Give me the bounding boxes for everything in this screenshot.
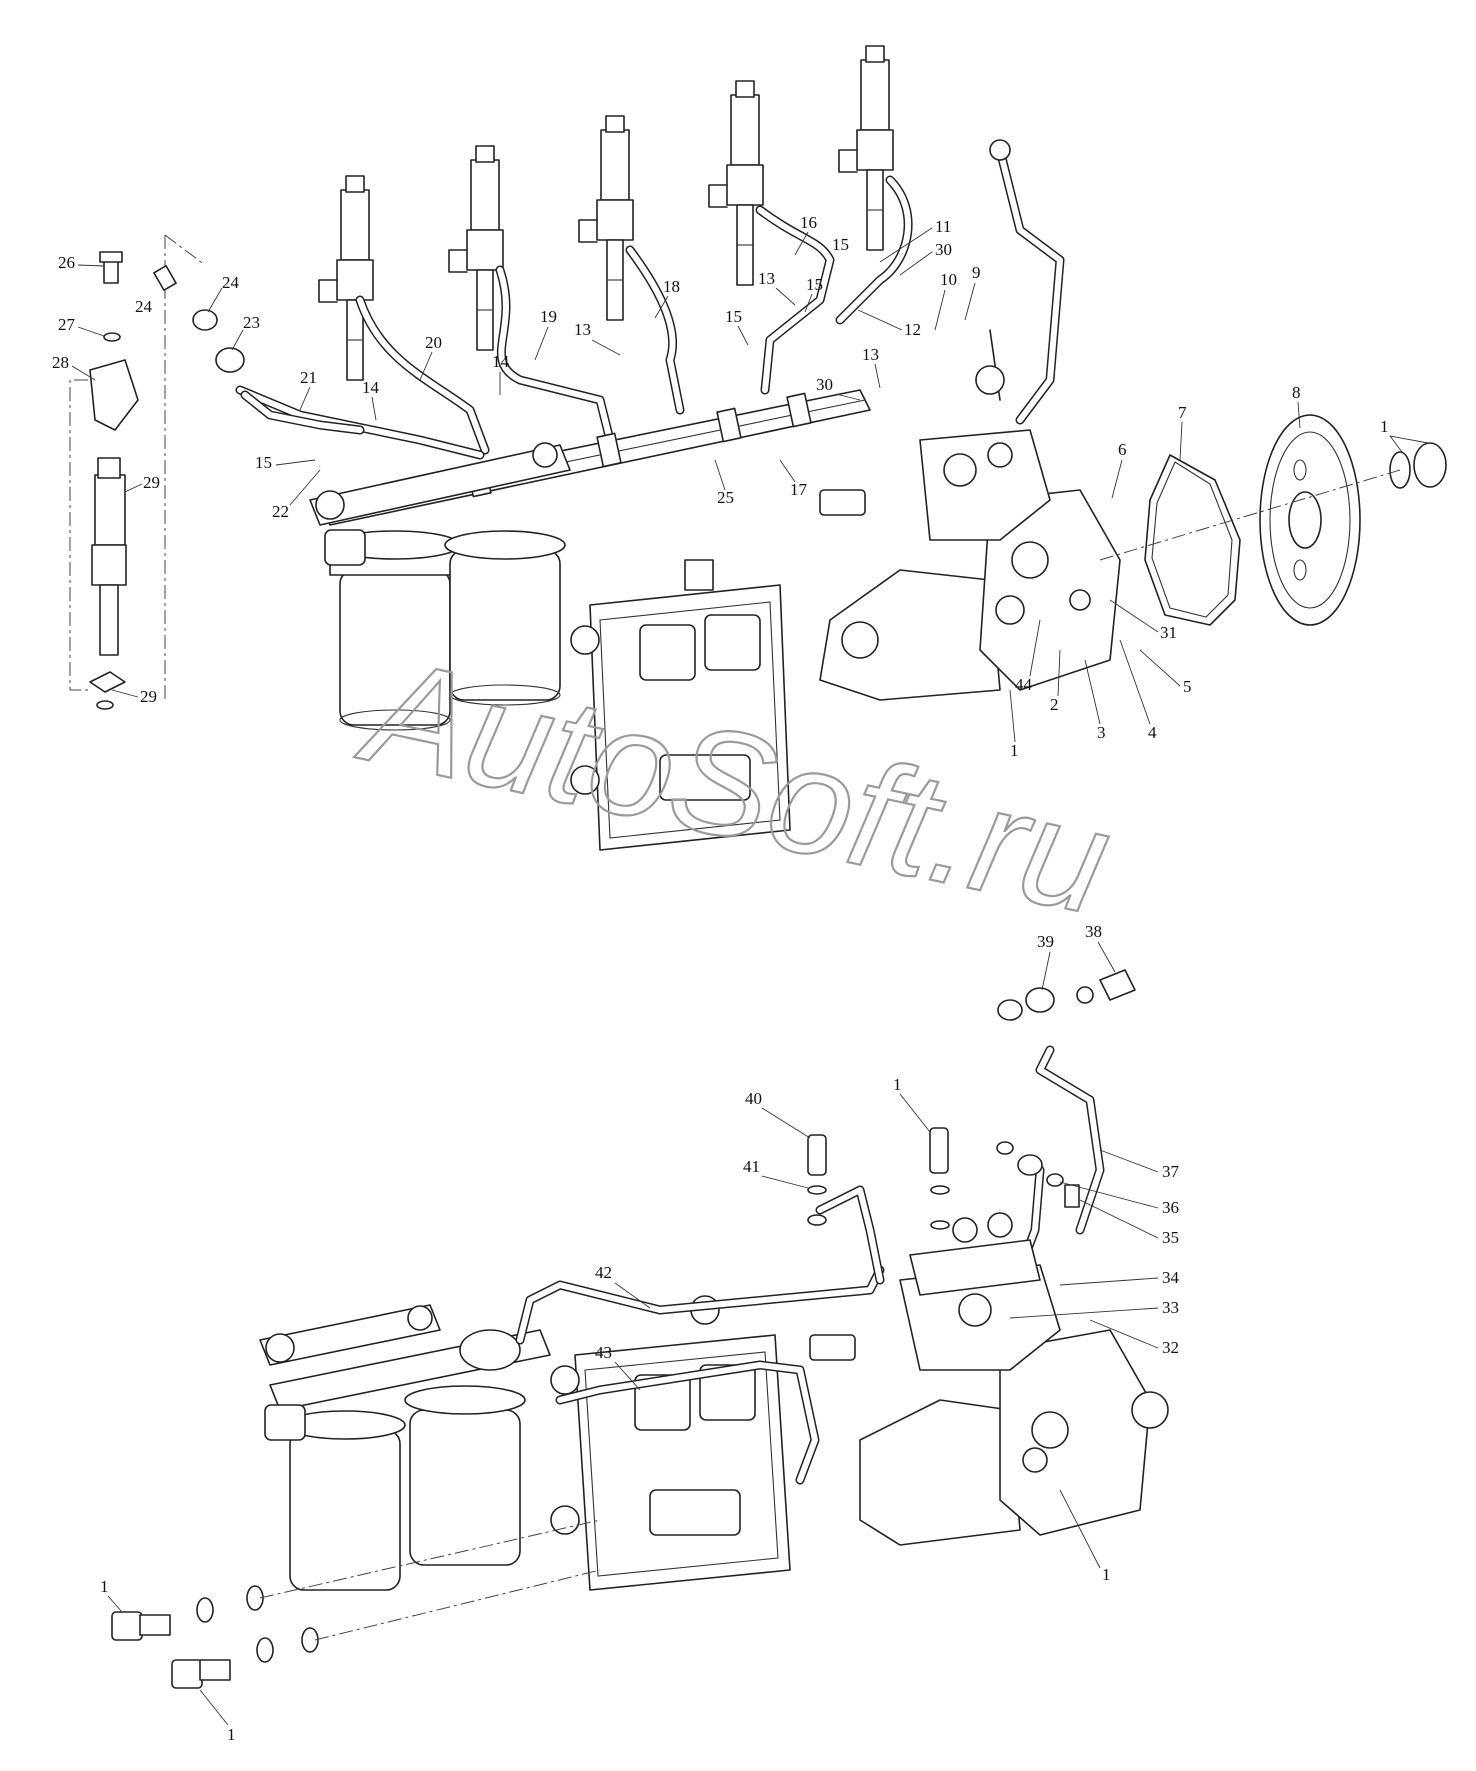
ecu-unit-top (570, 559, 791, 851)
callout-42: 42 (595, 1263, 612, 1282)
feed-pipe-left (153, 265, 365, 435)
callout-22: 22 (272, 502, 289, 521)
callout-10: 10 (940, 270, 957, 289)
callout-31: 31 (1160, 623, 1177, 642)
callout-19: 19 (540, 307, 557, 326)
callout-32: 32 (1162, 1338, 1179, 1357)
callout-13-right: 13 (862, 345, 879, 364)
callout-41: 41 (743, 1157, 760, 1176)
callout-25: 25 (717, 488, 734, 507)
high-pressure-pump-bottom (809, 1212, 1169, 1546)
callout-6: 6 (1118, 440, 1127, 459)
callout-1-pump-bottom: 1 (1102, 1565, 1111, 1584)
callout-1-upper-bolt: 1 (893, 1075, 902, 1094)
drive-gear (1259, 414, 1361, 626)
callout-23: 23 (243, 313, 260, 332)
callout-18: 18 (663, 277, 680, 296)
callout-27: 27 (58, 315, 76, 334)
callout-1-pump-top: 1 (1010, 741, 1019, 760)
callout-1-bolt-lower: 1 (227, 1725, 236, 1744)
callout-24-right: 24 (222, 273, 240, 292)
gasket-ring (1144, 454, 1241, 626)
callout-35: 35 (1162, 1228, 1179, 1247)
high-pressure-pump-top (819, 329, 1121, 701)
injector-group (318, 45, 894, 381)
injector-exploded (69, 234, 206, 710)
callout-4: 4 (1148, 723, 1157, 742)
callout-38: 38 (1085, 922, 1102, 941)
fuel-lines-bottom (515, 1045, 1105, 1485)
gear-nut-washer (1389, 442, 1447, 489)
callout-44: 44 (1015, 675, 1033, 694)
injector-5 (838, 45, 894, 251)
fuel-filter-right (444, 530, 566, 706)
callout-26: 26 (58, 253, 75, 272)
ecu-unit-bottom (550, 1295, 791, 1591)
callout-30-upper: 30 (935, 240, 952, 259)
callout-15-top: 15 (832, 235, 849, 254)
callout-14-left: 14 (362, 378, 380, 397)
callout-13-mid: 13 (758, 269, 775, 288)
callout-2: 2 (1050, 695, 1059, 714)
top-assembly (69, 45, 1447, 851)
callout-40: 40 (745, 1089, 762, 1108)
filter-bracket (309, 442, 571, 526)
callout-20: 20 (425, 333, 442, 352)
callout-labels: 26 27 28 29 29 24 24 23 21 20 22 15 14 1… (52, 213, 1429, 1744)
callout-43: 43 (595, 1343, 612, 1362)
callout-7: 7 (1178, 403, 1187, 422)
callout-24-left: 24 (135, 297, 153, 316)
injector-1 (318, 175, 374, 381)
callout-11: 11 (935, 217, 951, 236)
injector-4 (708, 80, 764, 286)
callout-28: 28 (52, 353, 69, 372)
callout-15-mid: 15 (725, 307, 742, 326)
injector-2 (448, 145, 504, 351)
fuel-filter-bottom-right (404, 1329, 526, 1566)
callout-13-left: 13 (574, 320, 591, 339)
callout-14-right: 14 (492, 352, 510, 371)
callout-5: 5 (1183, 677, 1192, 696)
banjo-bolts-left (111, 1519, 601, 1689)
callout-15-upper: 15 (806, 275, 823, 294)
callout-17: 17 (790, 480, 808, 499)
return-line-top (989, 139, 1065, 425)
callout-9: 9 (972, 263, 981, 282)
callout-29-lower: 29 (140, 687, 157, 706)
callout-15-left: 15 (255, 453, 272, 472)
callout-33: 33 (1162, 1298, 1179, 1317)
callout-21: 21 (300, 368, 317, 387)
callout-1-gear: 1 (1380, 417, 1389, 436)
fuel-filter-bottom-left (264, 1404, 406, 1591)
callout-34: 34 (1162, 1268, 1180, 1287)
callout-29-upper: 29 (143, 473, 160, 492)
banjo-fittings-bottom (807, 969, 1136, 1230)
axis-line-gear (1099, 469, 1401, 561)
callout-8: 8 (1292, 383, 1301, 402)
callout-36: 36 (1162, 1198, 1179, 1217)
callout-1-bolt-upper: 1 (100, 1577, 109, 1596)
bottom-assembly (111, 969, 1169, 1689)
callout-30-lower: 30 (816, 375, 833, 394)
callout-3: 3 (1097, 723, 1106, 742)
callout-16: 16 (800, 213, 817, 232)
callout-12: 12 (904, 320, 921, 339)
injector-3 (578, 115, 634, 321)
callout-37: 37 (1162, 1162, 1180, 1181)
callout-39: 39 (1037, 932, 1054, 951)
